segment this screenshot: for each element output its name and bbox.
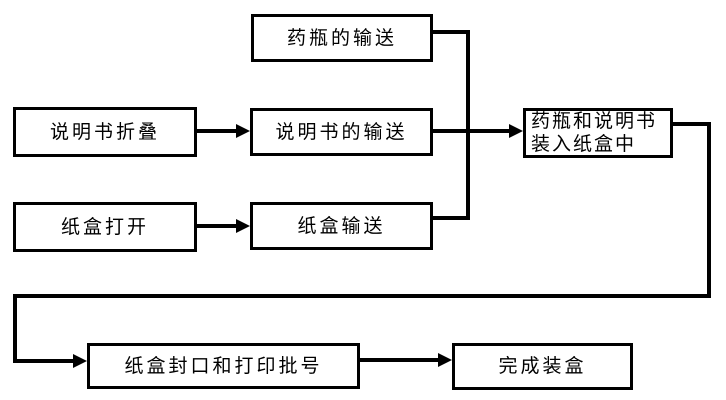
connector-long-return-line [13, 294, 711, 298]
node-packing-complete: 完成装盒 [452, 343, 633, 390]
node-label: 纸盒输送 [297, 214, 386, 237]
connector-load-exit-line [673, 122, 711, 126]
node-label: 纸盒封口和打印批号 [124, 354, 323, 377]
arrowhead-seal-to-complete [438, 353, 452, 367]
connector-seal-to-complete-line [360, 358, 438, 362]
connector-convey-to-load-line [433, 129, 509, 133]
node-label-line1: 药瓶和说明书 [531, 109, 658, 132]
node-label: 药瓶的输送 [286, 26, 397, 49]
arrowhead-convey-to-load [509, 124, 523, 138]
arrowhead-open-to-convey [236, 219, 250, 233]
connector-bottle-to-rail-line [433, 30, 470, 34]
node-bottle-conveying: 药瓶的输送 [251, 14, 433, 62]
node-label-line2: 装入纸盒中 [531, 133, 637, 155]
connector-fold-to-convey-line [197, 129, 238, 133]
node-label: 说明书的输送 [275, 120, 408, 143]
merge-rail-vertical-line [466, 30, 470, 220]
arrowhead-into-seal [73, 354, 87, 368]
node-label: 完成装盒 [498, 355, 587, 378]
node-leaflet-conveying: 说明书的输送 [250, 108, 433, 156]
arrowhead-fold-to-convey [236, 124, 250, 138]
connector-open-to-convey-line [197, 224, 238, 228]
node-carton-conveying: 纸盒输送 [250, 202, 433, 250]
node-load-into-carton: 药瓶和说明书 装入纸盒中 [523, 108, 673, 158]
connector-right-drop-line [707, 122, 711, 298]
node-seal-and-print-batch: 纸盒封口和打印批号 [87, 343, 360, 389]
node-leaflet-folding: 说明书折叠 [13, 107, 197, 157]
connector-left-drop-line [13, 294, 17, 363]
node-label: 纸盒打开 [60, 215, 149, 238]
connector-carton-convey-to-rail-line [433, 216, 470, 220]
node-carton-opening: 纸盒打开 [13, 202, 197, 252]
node-label: 说明书折叠 [49, 120, 160, 143]
connector-into-seal-line [13, 359, 75, 363]
